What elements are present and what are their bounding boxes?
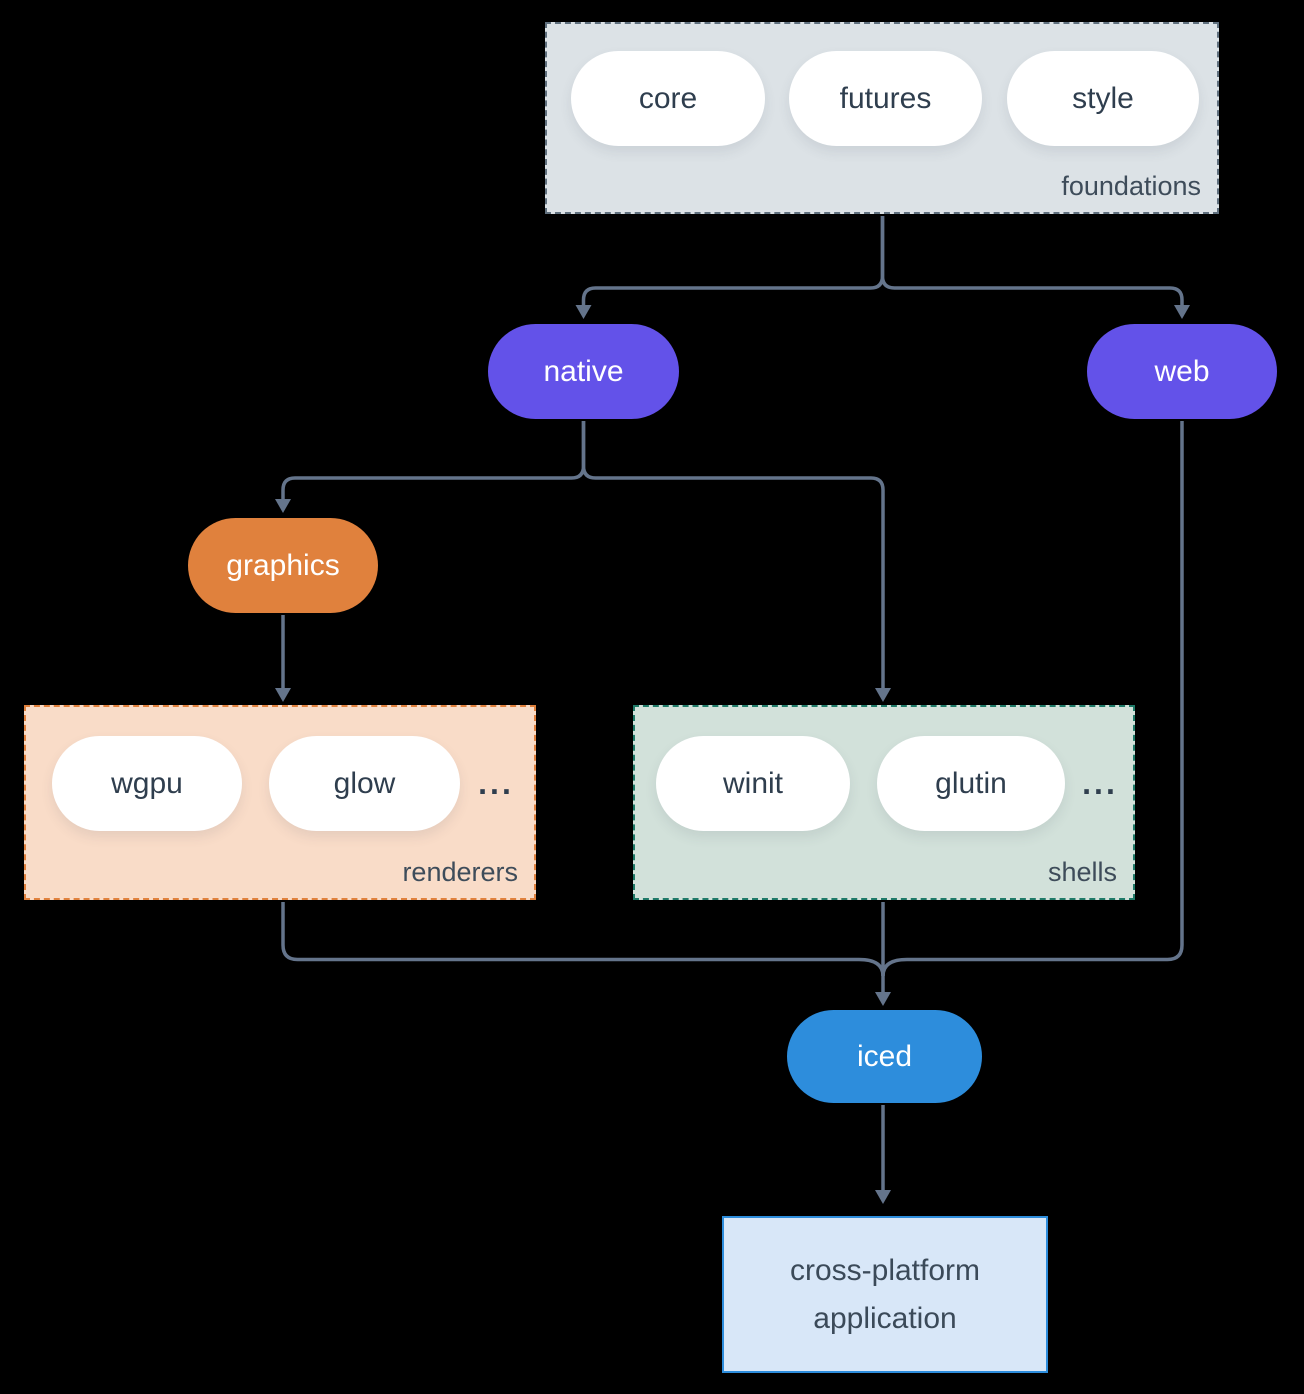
- node-style: style: [1007, 51, 1199, 146]
- node-web-label: web: [1154, 354, 1210, 388]
- edge-foundations-web: [880, 216, 1190, 319]
- node-glow: glow: [269, 736, 460, 831]
- node-graphics-label: graphics: [226, 548, 340, 582]
- node-winit-label: winit: [722, 766, 783, 800]
- node-iced-label: iced: [856, 1039, 913, 1073]
- group-shells-label: shells: [1047, 857, 1117, 887]
- node-cross-platform-application: cross-platform application: [722, 1216, 1048, 1373]
- group-foundations-label: foundations: [1061, 171, 1201, 201]
- node-glow-label: glow: [333, 766, 396, 800]
- renderers-ellipsis: ...: [478, 765, 514, 801]
- node-iced: iced: [787, 1010, 982, 1103]
- shells-ellipsis: ...: [1082, 765, 1118, 801]
- node-futures: futures: [789, 51, 982, 146]
- edge-native-graphics: [275, 421, 586, 513]
- node-style-label: style: [1072, 81, 1134, 115]
- group-shells: winit glutin ... shells: [633, 705, 1135, 900]
- node-futures-label: futures: [839, 81, 932, 115]
- edge-foundations-native: [575, 216, 885, 319]
- node-native-label: native: [543, 354, 624, 388]
- node-glutin: glutin: [877, 736, 1065, 831]
- group-renderers-label: renderers: [402, 857, 518, 887]
- edge-web-iced: [881, 421, 1184, 977]
- group-renderers: wgpu glow ... renderers: [24, 705, 536, 900]
- node-native: native: [488, 324, 679, 419]
- edge-native-shells: [581, 421, 891, 702]
- node-core-label: core: [638, 81, 698, 115]
- node-core: core: [571, 51, 765, 146]
- node-web: web: [1087, 324, 1277, 419]
- node-wgpu: wgpu: [52, 736, 242, 831]
- node-wgpu-label: wgpu: [111, 766, 183, 800]
- group-foundations: core futures style foundations: [545, 22, 1219, 214]
- node-graphics: graphics: [188, 518, 378, 613]
- node-glutin-label: glutin: [935, 766, 1007, 800]
- node-cross-platform-application-label: cross-platform application: [789, 1253, 981, 1335]
- node-winit: winit: [656, 736, 850, 831]
- edge-renderers-iced: [281, 902, 885, 977]
